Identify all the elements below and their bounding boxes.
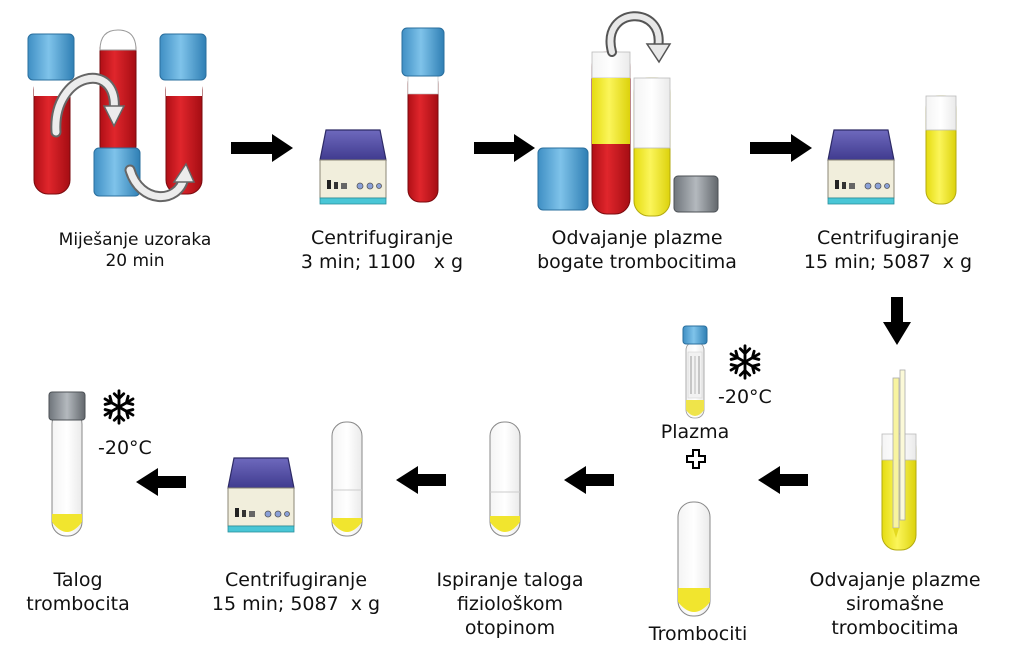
- label-platelets: Trombociti: [648, 623, 748, 645]
- snowflake-icon: [729, 344, 761, 380]
- centrifuge-2-icon: [827, 129, 895, 205]
- arrow-right-2: [474, 134, 535, 162]
- centrifuged-blood-tube: [401, 27, 445, 203]
- washed-tube: [331, 421, 363, 537]
- arrow-left-1: [758, 466, 808, 494]
- platelets-tube: [677, 501, 711, 617]
- arrow-left-4: [136, 468, 186, 496]
- label-plasma: Plazma: [660, 421, 730, 443]
- mixing-tubes: [27, 29, 207, 203]
- centrifuge-3-icon: [227, 457, 295, 533]
- centrifuge-1-icon: [319, 129, 387, 205]
- washing-tube: [489, 421, 521, 537]
- arrow-right-1: [231, 134, 293, 162]
- arrow-down: [883, 297, 911, 345]
- prp-separation: [537, 11, 719, 217]
- pellet-tube: [48, 391, 86, 537]
- plus-icon: [686, 449, 706, 469]
- plasma-temperature: -20°C: [718, 386, 772, 408]
- plasma-storage-tube: [682, 325, 708, 419]
- ppp-separation: [881, 369, 917, 551]
- arrow-left-2: [564, 466, 614, 494]
- plasma-tube-step4: [925, 95, 957, 205]
- arrow-left-3: [396, 466, 446, 494]
- arrow-right-3: [750, 134, 812, 162]
- snowflake-icon: [103, 389, 135, 425]
- pellet-temperature: -20°C: [98, 437, 152, 459]
